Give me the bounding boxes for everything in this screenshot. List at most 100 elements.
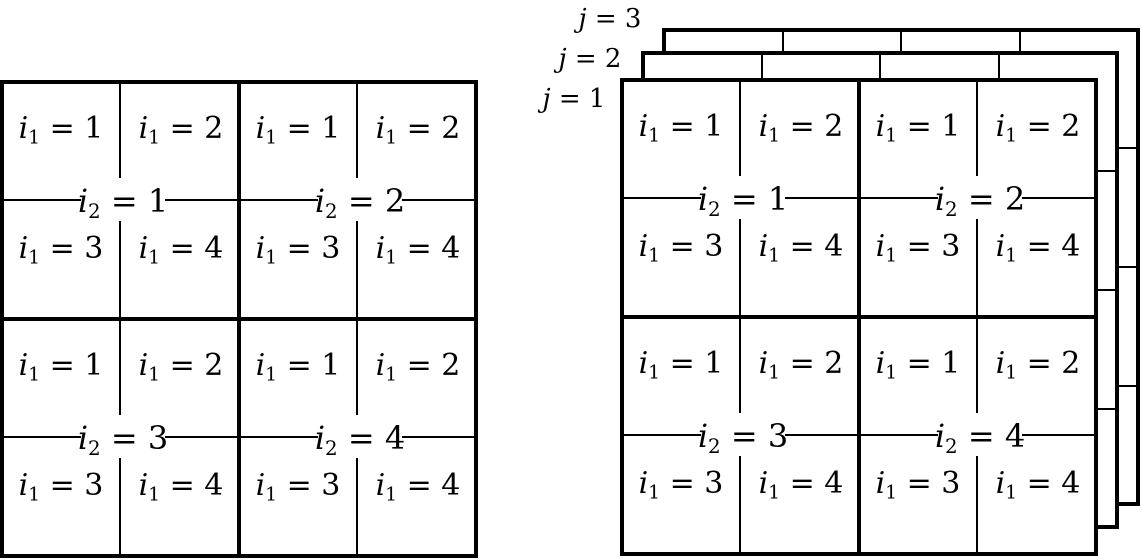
left-block-i2-2-cell-i1-2-sub: 1 — [385, 127, 397, 148]
label-j1-eq: = — [551, 84, 589, 114]
right-block-i2-1-cell-i1-1: i1 = 1 — [639, 109, 724, 146]
left-block-i2-4-cell-i1-2-value: 2 — [441, 348, 460, 383]
left-block-i2-1-cell-i1-3-sub: 1 — [28, 247, 40, 268]
right-block-i2-1-cell-i1-3-var: i — [639, 229, 649, 264]
right-block-i2-4-label-i2-eq: = — [958, 417, 1005, 455]
left-block-i2-4-cell-i1-2: i1 = 2 — [376, 348, 461, 385]
left-block-i2-2-cell-i1-1-var: i — [256, 111, 266, 146]
right-block-i2-1-cell-i1-1-sub: 1 — [648, 125, 660, 146]
right-block-i2-2-cell-i1-2-sub: 1 — [1005, 125, 1017, 146]
left-block-i2-1-cell-i1-2: i1 = 2 — [139, 111, 224, 148]
right-block-i2-2-cell-i1-3-var: i — [876, 229, 886, 264]
left-block-i2-4-cell-i1-1-eq: = — [277, 348, 321, 383]
right-block-i2-3-label-i2-text: i2 = 3 — [698, 417, 788, 458]
left-block-i2-1-cell-i1-2-sub: 1 — [148, 127, 160, 148]
left-block-i2-2-cell-i1-3-var: i — [256, 231, 266, 266]
right-block-i2-3-cell-i1-3-sub: 1 — [648, 482, 660, 503]
left-block-i2-2-cell-i1-4-eq: = — [397, 231, 441, 266]
right-block-i2-1-cell-i1-3-value: 3 — [704, 229, 723, 264]
left-block-i2-3-cell-i1-1: i1 = 1 — [19, 348, 104, 385]
left-block-i2-4-cell-i1-1-var: i — [256, 348, 266, 383]
right-block-i2-2-cell-i1-2: i1 = 2 — [996, 109, 1081, 146]
right-block-i2-1-label-i2-eq: = — [721, 180, 768, 218]
left-block-i2-4-cell-i1-1: i1 = 1 — [256, 348, 341, 385]
left-block-i2-4-label-i2-eq: = — [338, 419, 385, 457]
left-block-i2-2-cell-i1-4-sub: 1 — [385, 247, 397, 268]
left-block-i2-1-label-i2-backdrop — [81, 185, 165, 219]
left-block-i2-2-cell-i1-3-value: 3 — [321, 231, 340, 266]
right-block-i2-3-cell-i1-1-sub: 1 — [648, 362, 660, 383]
right-block-i2-4-cell-i1-4-var: i — [996, 466, 1006, 501]
left-block-i2-4-cell-i1-4-text: i1 = 4 — [376, 468, 461, 505]
right-block-i2-3-label-i2-var: i — [698, 417, 708, 455]
left-block-i2-4-cell-i1-4-eq: = — [397, 468, 441, 503]
right-block-i2-4-cell-i1-4-value: 4 — [1061, 466, 1080, 501]
right-block-i2-4-cell-i1-2-eq: = — [1017, 346, 1061, 381]
left-block-i2-1-cell-i1-3-var: i — [19, 231, 29, 266]
right-block-i2-2-label-i2: i2 = 2 — [935, 180, 1025, 221]
left-block-i2-1-label-i2-text: i2 = 1 — [78, 182, 168, 223]
right-block-i2-2-cell-i1-2-eq: = — [1017, 109, 1061, 144]
right-block-i2-2-cell-i1-1-var: i — [876, 109, 886, 144]
left-block-i2-3-cell-i1-1-var: i — [19, 348, 29, 383]
left-block-i2-3-cell-i1-2: i1 = 2 — [139, 348, 224, 385]
right-block-i2-1-cell-i1-1-var: i — [639, 109, 649, 144]
right-block-i2-2-cell-i1-3: i1 = 3 — [876, 229, 961, 266]
left-block-i2-3-cell-i1-2-sub: 1 — [148, 364, 160, 385]
right-block-i2-3-label-i2-sub: 2 — [708, 434, 721, 457]
right-block-i2-1-label-i2-var: i — [698, 180, 708, 218]
right-block-i2-1-cell-i1-2-text: i1 = 2 — [759, 109, 844, 146]
right-block-i2-2-cell-i1-4-sub: 1 — [1005, 245, 1017, 266]
right-block-i2-2-cell-i1-4: i1 = 4 — [996, 229, 1081, 266]
right-block-i2-2-cell-i1-1-sub: 1 — [885, 125, 897, 146]
right-block-i2-4-label-i2-text: i2 = 4 — [935, 417, 1025, 458]
left-block-i2-3-cell-i1-1-eq: = — [40, 348, 84, 383]
label-j2-var: j — [554, 44, 567, 74]
left-block-i2-3-label-i2-var: i — [78, 419, 88, 457]
left-block-i2-2-label-i2: i2 = 2 — [315, 182, 405, 223]
right-block-i2-4-cell-i1-2: i1 = 2 — [996, 346, 1081, 383]
left-block-i2-4-label-i2-backdrop — [318, 422, 402, 456]
left-block-i2-3-cell-i1-3-text: i1 = 3 — [19, 468, 104, 505]
right-block-i2-2-cell-i1-4-var: i — [996, 229, 1006, 264]
right-block-i2-3-label-i2-eq: = — [721, 417, 768, 455]
left-block-i2-3-cell-i1-2-value: 2 — [204, 348, 223, 383]
left-block-i2-1-cell-i1-2-var: i — [139, 111, 149, 146]
left-block-i2-1-cell-i1-1-sub: 1 — [28, 127, 40, 148]
left-block-i2-1-cell-i1-1-eq: = — [40, 111, 84, 146]
left-block-i2-3-cell-i1-3-var: i — [19, 468, 29, 503]
left-block-i2-2-label-i2-backdrop — [318, 185, 402, 219]
left-block-i2-3-label-i2-eq: = — [101, 419, 148, 457]
right-block-i2-1-label-i2-sub: 2 — [708, 197, 721, 220]
left-block-i2-3-cell-i1-4-eq: = — [160, 468, 204, 503]
left-block-i2-3-label-i2-value: 3 — [148, 419, 168, 457]
left-block-i2-3-cell-i1-3-eq: = — [40, 468, 84, 503]
left-block-i2-1-label-i2-eq: = — [101, 182, 148, 220]
left-block-i2-3-cell-i1-4-value: 4 — [204, 468, 223, 503]
left-block-i2-4-label-i2: i2 = 4 — [315, 419, 405, 460]
left-block-i2-2-label-i2-var: i — [315, 182, 325, 220]
right-block-i2-1-cell-i1-2-sub: 1 — [768, 125, 780, 146]
label-j2: j = 2 — [554, 44, 622, 74]
left-block-i2-1-cell-i1-4: i1 = 4 — [139, 231, 224, 268]
right-block-i2-4-cell-i1-4: i1 = 4 — [996, 466, 1081, 503]
right-block-i2-2-label-i2-value: 2 — [1005, 180, 1025, 218]
left-block-i2-3-label-i2: i2 = 3 — [78, 419, 168, 460]
label-j1-text: j = 1 — [538, 84, 606, 114]
right-block-i2-2-cell-i1-2-var: i — [996, 109, 1006, 144]
left-block-i2-1-cell-i1-1-text: i1 = 1 — [19, 111, 104, 148]
left-block-i2-4-label-i2-value: 4 — [385, 419, 405, 457]
left-block-i2-1-cell-i1-3-eq: = — [40, 231, 84, 266]
label-j1: j = 1 — [538, 84, 606, 114]
right-block-i2-1-cell-i1-1-value: 1 — [704, 109, 723, 144]
label-j1-var: j — [538, 84, 551, 114]
right-block-i2-3-cell-i1-1-text: i1 = 1 — [639, 346, 724, 383]
right-block-i2-4-label-i2-backdrop — [938, 420, 1022, 454]
right-block-i2-1-cell-i1-3-sub: 1 — [648, 245, 660, 266]
right-block-i2-3-cell-i1-4-text: i1 = 4 — [759, 466, 844, 503]
